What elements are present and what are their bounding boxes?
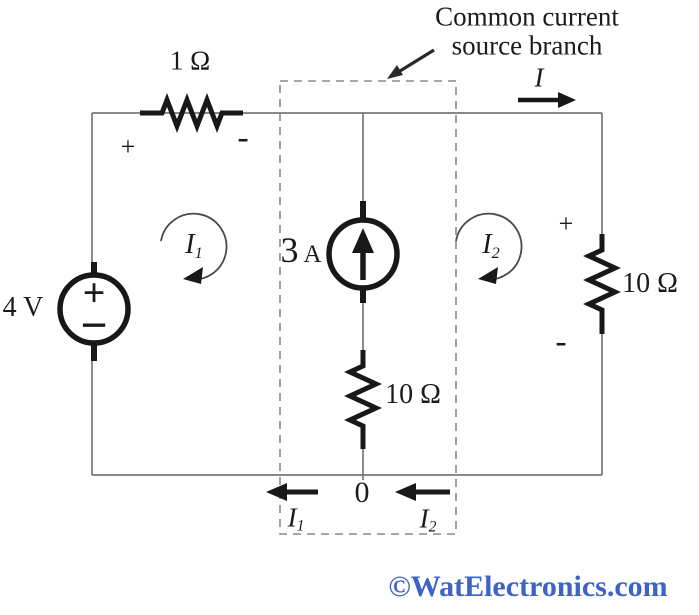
annotation-arrow-head [387, 65, 403, 79]
bottom-left-label-base: I [287, 502, 297, 533]
resistor-1ohm [140, 93, 243, 133]
voltage-source-4v [57, 262, 131, 361]
bottom-left-label-sub: 1 [296, 517, 305, 535]
annotation-line2: source branch [451, 30, 603, 61]
mesh1-label-base: I [185, 229, 195, 260]
mesh-arrow-1 [160, 212, 228, 284]
mesh-arrow-2 [455, 212, 523, 284]
resistor-right-minus: - [555, 323, 567, 360]
circuit-wires [91, 112, 603, 480]
resistor-1ohm-plus: + [120, 132, 136, 161]
mesh1-label-sub: 1 [194, 243, 203, 262]
branch-current-label: I [534, 62, 544, 93]
common-branch-dashed-box [279, 80, 457, 535]
mesh2-label-base: I [482, 229, 492, 260]
resistor-1ohm-label: 1 Ω [169, 45, 211, 76]
node-zero-label: 0 [354, 476, 370, 509]
mesh2-label-sub: 2 [491, 243, 500, 262]
branch-current-arrow [518, 92, 576, 108]
current-source-3a [326, 201, 400, 303]
current-source-unit: A [303, 241, 322, 268]
voltage-source-minus: − [80, 299, 108, 352]
annotation-line1: Common current [435, 1, 619, 32]
mesh-arrow-2-head [478, 267, 498, 284]
bottom-right-label-sub: 2 [428, 518, 437, 536]
resistor-10ohm-middle [344, 350, 382, 449]
resistor-1ohm-minus: - [237, 119, 249, 156]
resistor-10ohm-right [583, 234, 621, 334]
bottom-right-current-label: I2 [419, 503, 437, 536]
bottom-left-current-arrow [266, 483, 318, 501]
bottom-right-arrow-head [395, 483, 416, 501]
bottom-left-current-label: I1 [287, 502, 305, 535]
mesh2-label: I2 [482, 229, 500, 262]
annotation-pointer-arrow [387, 48, 435, 79]
current-source-value: 3 [280, 230, 299, 270]
resistor-right-plus: + [558, 209, 574, 238]
voltage-source-label: 4 V [2, 292, 44, 323]
bottom-right-label-base: I [419, 503, 429, 534]
bottom-left-arrow-head [266, 483, 287, 501]
mesh1-label: I1 [185, 229, 203, 262]
annotation-arrow-shaft [399, 48, 435, 73]
bottom-right-current-arrow [395, 483, 450, 501]
current-source-arrow-head [352, 228, 374, 253]
mesh-arrow-2-arc [455, 212, 523, 281]
voltage-source-plus: + [82, 270, 106, 315]
watermark: ©WatElectronics.com [388, 570, 668, 603]
resistor-right-label: 10 Ω [622, 268, 678, 299]
mesh-arrow-1-head [183, 267, 203, 284]
branch-current-arrow-head [558, 92, 576, 108]
resistor-middle-label: 10 Ω [385, 379, 441, 410]
mesh-arrow-1-arc [160, 212, 228, 281]
